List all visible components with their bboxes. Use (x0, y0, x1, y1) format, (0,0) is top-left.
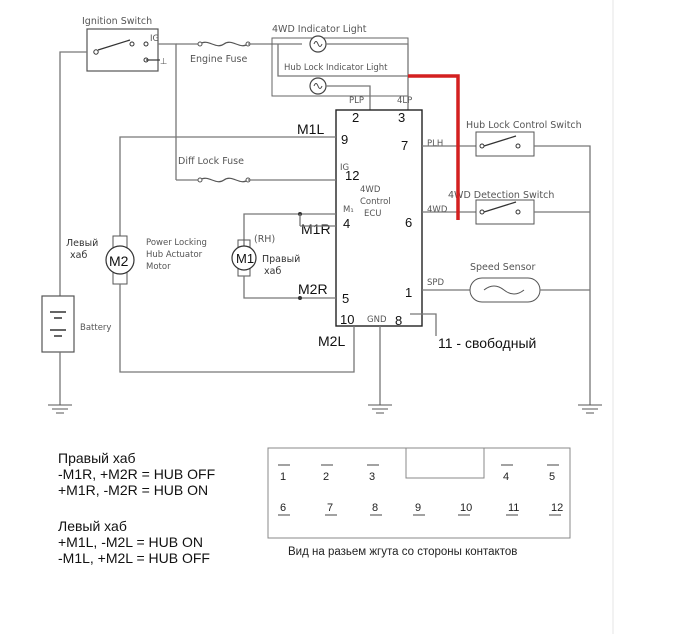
m2l-label: M2L (318, 333, 345, 349)
connector-row-1: 1 2 3 4 5 (278, 464, 559, 483)
ecu-label: ECU (364, 209, 382, 219)
spd-pin-label: SPD (427, 278, 445, 288)
pin-3: 3 (398, 110, 405, 125)
connector-pin-3: 3 (369, 471, 375, 483)
pin-9: 9 (341, 132, 348, 147)
pin-5: 5 (342, 291, 349, 306)
plp-label: PLP (349, 96, 364, 106)
pin-10: 10 (340, 312, 354, 327)
hub-lock-control-switch-box (475, 131, 535, 157)
power-locking-label-2: Hub Actuator (146, 250, 203, 260)
connector-pin-9: 9 (415, 502, 421, 514)
power-locking-label-3: Motor (146, 262, 171, 272)
4wd-pin-label: 4WD (427, 205, 448, 215)
ignition-switch-label: Ignition Switch (82, 16, 152, 27)
battery-label: Battery (80, 323, 111, 333)
m1-motor-symbol (231, 245, 257, 271)
m2-motor-label: M2 (109, 253, 129, 269)
m1l-label: M1L (297, 121, 324, 137)
right-hub-label-1: Правый (262, 254, 300, 265)
engine-fuse-label: Engine Fuse (190, 54, 247, 65)
ig-label: IG (150, 34, 159, 44)
free-pin-label: 11 - свободный (438, 335, 536, 351)
gnd-label: GND (367, 315, 387, 325)
connector-pin-6: 6 (280, 502, 286, 514)
diff-lock-fuse-symbol (199, 177, 249, 183)
indicator-light-label: 4WD Indicator Light (272, 24, 367, 35)
plh-pin-label: PLH (427, 139, 443, 149)
ecu-box (335, 109, 423, 327)
rh-label: (RH) (254, 234, 275, 245)
battery-symbol (41, 295, 75, 353)
pin-4: 4 (343, 216, 350, 231)
connector-caption: Вид на разьем жгута со стороны контактов (288, 546, 518, 558)
m2-motor-symbol (105, 245, 135, 275)
pin-7: 7 (401, 138, 408, 153)
m1-pin-label: M₁ (343, 205, 354, 215)
m2r-label: M2R (298, 281, 328, 297)
hub-lock-indicator-label: Hub Lock Indicator Light (284, 63, 388, 73)
pin-2: 2 (352, 110, 359, 125)
connector-pin-7: 7 (327, 502, 333, 514)
ig-pin-label: IG (340, 163, 349, 173)
connector-pin-5: 5 (549, 471, 555, 483)
speed-sensor-label: Speed Sensor (470, 262, 535, 273)
svg-text:4WD: 4WD (360, 185, 381, 195)
pin-6: 6 (405, 215, 412, 230)
4wd-detection-switch-label: 4WD Detection Switch (448, 190, 554, 201)
connector-pin-11: 11 (508, 502, 519, 514)
ignition-switch-box (86, 28, 159, 72)
diff-lock-fuse-label: Diff Lock Fuse (178, 156, 244, 167)
m1-motor-label: M1 (236, 251, 254, 266)
svg-text:⊥: ⊥ (160, 57, 167, 67)
pin-1: 1 (405, 285, 412, 300)
pin-12: 12 (345, 168, 359, 183)
left-hub-label-2: хаб (70, 250, 87, 261)
4lp-label: 4LP (397, 96, 412, 106)
connector-pin-10: 10 (460, 502, 472, 514)
connector-pin-12: 12 (551, 502, 563, 514)
hub-lock-control-switch-label: Hub Lock Control Switch (466, 120, 582, 131)
engine-fuse-symbol (199, 41, 249, 47)
right-hub-label-2: хаб (264, 266, 281, 277)
left-hub-label-1: Левый (66, 238, 98, 249)
highlight-wire (408, 74, 460, 220)
m1r-label: M1R (301, 221, 331, 237)
right-hub-note: Правый хаб -M1R, +M2R = HUB OFF +M1R, -M… (58, 450, 216, 498)
connector-pin-1: 1 (280, 471, 286, 483)
connector-pin-4: 4 (503, 471, 509, 483)
connector-pin-8: 8 (372, 502, 378, 514)
connector-pin-2: 2 (323, 471, 329, 483)
pin-8: 8 (395, 313, 402, 328)
power-locking-label-1: Power Locking (146, 238, 207, 248)
connector-key (405, 447, 485, 479)
connector-row-2: 6 7 8 9 10 11 12 (278, 502, 563, 516)
svg-text:Control: Control (360, 197, 391, 207)
left-hub-note: Левый хаб +M1L, -M2L = HUB ON -M1L, +M2L… (58, 518, 210, 566)
